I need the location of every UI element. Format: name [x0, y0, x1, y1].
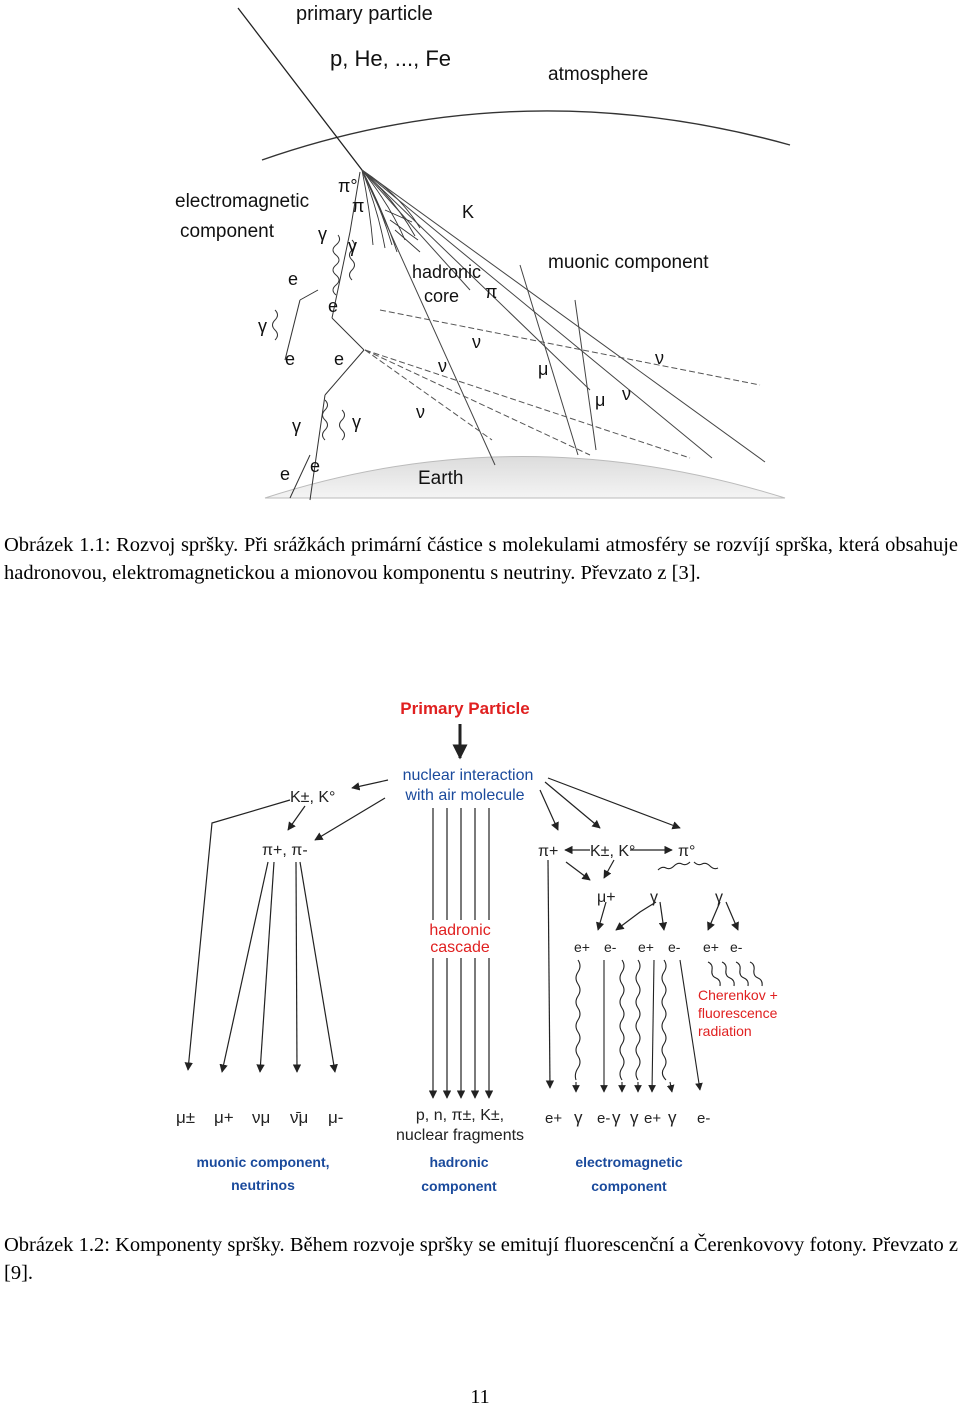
label-earth: Earth [418, 468, 463, 489]
em-e-plus-2: e+ [644, 1110, 661, 1127]
gamma-label-2: γ [715, 889, 723, 906]
label-nu-1: ν [472, 332, 481, 352]
label-hadronic-core-1: hadronic [412, 262, 481, 282]
mu-plus-bottom-label: μ+ [214, 1108, 234, 1127]
shower-rays [361, 169, 766, 466]
mu-plus-label: μ+ [597, 889, 616, 906]
hadronic-cascade-1: hadronic [429, 922, 490, 939]
label-mu-2: μ [595, 390, 605, 410]
label-pi-core: π [485, 282, 497, 302]
em-gamma-4: γ [668, 1108, 677, 1127]
nu-mu-bar-label: ν̄μ [290, 1108, 308, 1127]
left-branch-arrows [184, 779, 389, 1073]
cherenkov-2: fluorescence [698, 1005, 778, 1021]
muonic-component-2: neutrinos [231, 1177, 295, 1193]
label-e-1: e [288, 269, 298, 289]
label-muonic-component: muonic component [548, 252, 709, 273]
label-em-component-1: electromagnetic [175, 191, 309, 212]
kaons-left-label: K±, K° [290, 789, 335, 806]
earth-surface [264, 456, 786, 499]
hadronic-component-2: component [421, 1178, 497, 1194]
em-component-2: component [591, 1178, 667, 1194]
page-number: 11 [470, 1386, 490, 1408]
figure-shower-components-diagram: Primary Particle nuclear interaction wit… [176, 699, 778, 1194]
e-plus-1: e+ [574, 939, 590, 955]
label-atmosphere: atmosphere [548, 64, 648, 85]
hadronic-cascade-2: cascade [430, 939, 490, 956]
label-mu-1: μ [538, 359, 548, 379]
em-e-minus-1: e- [597, 1110, 610, 1127]
label-gamma-2: γ [348, 236, 357, 256]
label-gamma-3: γ [258, 316, 267, 336]
em-component-1: electromagnetic [575, 1154, 683, 1170]
muonic-component-1: muonic component, [197, 1154, 330, 1170]
kaons-right-label: K±, K° [590, 843, 635, 860]
pions-left-label: π+, π- [262, 842, 308, 859]
pi0-photon-wiggles [657, 861, 719, 871]
nu-mu-label: νμ [252, 1108, 270, 1127]
label-e-5: e [280, 464, 290, 484]
cherenkov-3: radiation [698, 1023, 752, 1039]
label-nu-4: ν [655, 348, 664, 368]
hadrons-2: nuclear fragments [396, 1127, 524, 1144]
label-nu-3: ν [416, 402, 425, 422]
em-e-minus-2: e- [697, 1110, 710, 1127]
figure-1-caption: Obrázek 1.1: Rozvoj spršky. Při srážkách… [4, 534, 958, 584]
label-e-4: e [334, 349, 344, 369]
label-kaon: K [462, 202, 474, 222]
em-cascade-lines [572, 959, 763, 1093]
photon-wiggles [272, 234, 355, 441]
label-particles: p, He, ..., Fe [330, 46, 451, 71]
e-minus-2: e- [668, 939, 681, 955]
em-gamma-3: γ [630, 1108, 639, 1127]
gamma-label-1: γ [650, 889, 658, 906]
em-gamma-2: γ [612, 1108, 621, 1127]
cherenkov-1: Cherenkov + [698, 987, 778, 1003]
mu-minus-label: μ- [328, 1108, 343, 1127]
label-gamma-1: γ [318, 224, 327, 244]
e-minus-1: e- [604, 939, 617, 955]
label-hadronic-core-2: core [424, 286, 459, 306]
label-e-6: e [310, 456, 320, 476]
label-pi: π [352, 196, 364, 216]
em-e-plus: e+ [545, 1110, 562, 1127]
label-nu-2: ν [438, 356, 447, 376]
label-gamma-4: γ [292, 416, 301, 436]
gamma-branch-arrows [615, 901, 739, 931]
label-nu-5: ν [622, 384, 631, 404]
label-em-component-2: component [180, 221, 275, 242]
nuclear-interaction-2: with air molecule [404, 787, 524, 804]
hadronic-component-1: hadronic [429, 1154, 488, 1170]
e-plus-3: e+ [703, 939, 719, 955]
label-e-3: e [285, 349, 295, 369]
em-branch-lines [284, 171, 365, 501]
pi-plus-right-label: π+ [538, 843, 558, 860]
hadrons-1: p, n, π±, K±, [416, 1107, 504, 1124]
label-pi0: π° [338, 176, 358, 196]
figure-2-caption: Obrázek 1.2: Komponenty spršky. Během ro… [4, 1234, 958, 1284]
primary-particle-track [237, 7, 363, 171]
label-gamma-5: γ [352, 412, 361, 432]
figure-air-shower-sketch: primary particle p, He, ..., Fe atmosphe… [175, 3, 791, 501]
atmosphere-boundary [261, 110, 791, 161]
label-e-2: e [328, 296, 338, 316]
primary-particle-label: Primary Particle [400, 699, 529, 718]
em-gamma-1: γ [574, 1108, 583, 1127]
nuclear-interaction-1: nuclear interaction [403, 767, 534, 784]
e-plus-2: e+ [638, 939, 654, 955]
mu-pm-label: μ± [176, 1108, 195, 1127]
label-primary-particle: primary particle [296, 3, 433, 25]
e-minus-3: e- [730, 939, 743, 955]
right-branch-arrows [539, 777, 681, 1089]
neutrino-rays [364, 309, 761, 459]
pi0-label: π° [678, 843, 695, 860]
